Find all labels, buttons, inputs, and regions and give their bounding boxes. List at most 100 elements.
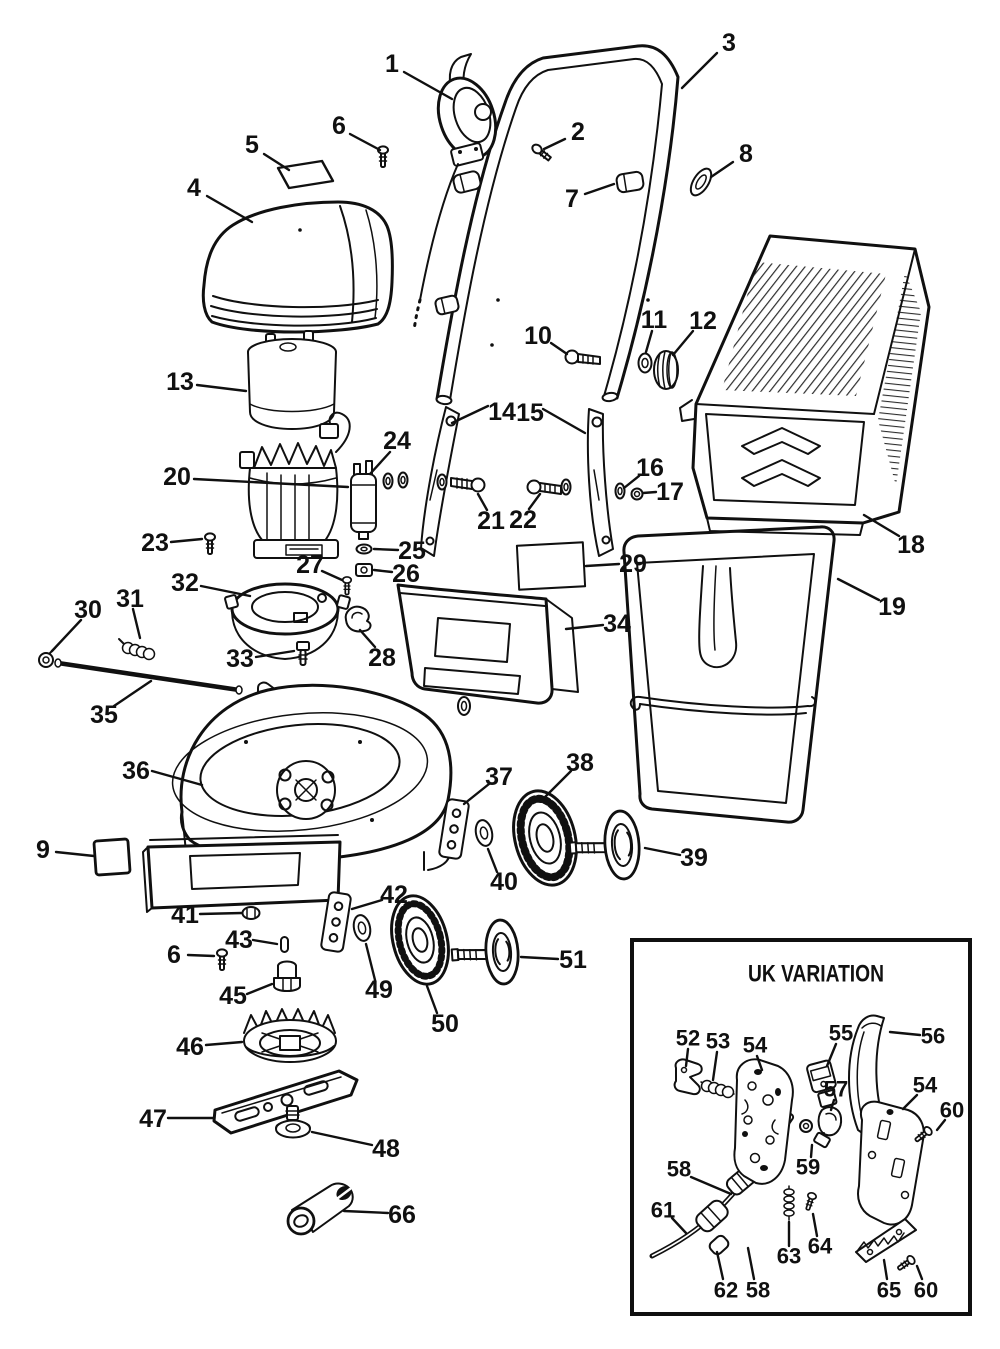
part-bag-frame xyxy=(622,525,836,824)
leader-line-59 xyxy=(809,1143,814,1159)
part-washer-8 xyxy=(689,167,713,197)
part-nut-41 xyxy=(241,906,261,920)
part-fasteners-59 xyxy=(799,1119,831,1149)
part-label-24: 24 xyxy=(383,427,411,455)
leader-line-65 xyxy=(882,1258,889,1281)
leader-line-57 xyxy=(829,1098,836,1112)
part-axle-51 xyxy=(450,918,520,986)
leader-line-1 xyxy=(402,70,454,101)
part-label-40: 40 xyxy=(490,868,518,896)
part-label-1: 1 xyxy=(385,50,399,78)
part-label-42: 42 xyxy=(380,881,408,909)
part-label-58: 58 xyxy=(746,1278,770,1303)
part-knob-12 xyxy=(653,350,679,390)
leader-line-24 xyxy=(368,450,392,476)
part-switch-plate-54-left xyxy=(733,1058,794,1185)
part-switch-plate-54-right xyxy=(857,1100,925,1226)
part-label-29 xyxy=(515,541,587,591)
part-motor-housing xyxy=(247,330,337,430)
part-label-37: 37 xyxy=(485,763,513,791)
part-label-11: 11 xyxy=(641,306,668,334)
part-washer xyxy=(397,471,409,489)
part-label-29: 29 xyxy=(619,550,647,578)
leader-line-9 xyxy=(54,850,96,858)
part-label-58: 58 xyxy=(667,1157,691,1182)
part-spring-63 xyxy=(783,1185,795,1221)
leader-line-52 xyxy=(684,1047,690,1068)
leader-line-55 xyxy=(825,1042,838,1068)
part-clip-57 xyxy=(817,1106,843,1142)
part-label-12: 12 xyxy=(689,307,717,335)
leader-line-3 xyxy=(680,51,719,90)
part-motor-cover xyxy=(201,200,394,334)
part-label-9: 9 xyxy=(36,836,50,864)
part-label-54: 54 xyxy=(743,1033,768,1058)
part-label-62: 62 xyxy=(714,1278,738,1303)
leader-line-12 xyxy=(671,329,695,357)
part-label-14: 14 xyxy=(488,398,516,426)
part-label-53: 53 xyxy=(706,1029,730,1054)
part-spring-31 xyxy=(118,638,156,661)
part-clip-28 xyxy=(344,605,372,633)
leader-line-45 xyxy=(245,982,274,996)
part-label-65: 65 xyxy=(877,1278,901,1303)
part-label-39: 39 xyxy=(680,844,708,872)
leader-line-64 xyxy=(811,1212,819,1238)
part-screw-27 xyxy=(341,576,353,596)
part-label-52: 52 xyxy=(676,1026,700,1051)
part-motor xyxy=(239,411,351,559)
leader-line-4 xyxy=(205,194,254,224)
leader-line-46 xyxy=(204,1040,244,1047)
leader-line-34 xyxy=(564,623,605,631)
leader-line-5 xyxy=(262,152,291,172)
leader-line-53 xyxy=(711,1050,719,1082)
leader-line-49 xyxy=(364,942,377,982)
leader-line-37 xyxy=(462,782,491,806)
part-nut-26 xyxy=(355,563,373,577)
part-label-2: 2 xyxy=(571,118,585,146)
part-washer xyxy=(382,472,394,490)
leader-line-60 xyxy=(935,1118,947,1132)
leader-line-56 xyxy=(888,1030,922,1037)
leader-line-18 xyxy=(862,513,901,538)
part-clamp-58b xyxy=(695,1199,729,1233)
part-connector-55 xyxy=(806,1059,838,1108)
part-bolt-33 xyxy=(296,641,310,666)
part-label-3: 3 xyxy=(722,29,736,57)
leader-line-51 xyxy=(519,955,560,961)
part-bracket-42 xyxy=(320,891,352,953)
part-label-64: 64 xyxy=(808,1234,833,1259)
leader-line-58 xyxy=(746,1246,756,1281)
leader-line-6 xyxy=(186,953,216,958)
part-label-32: 32 xyxy=(171,569,199,597)
part-label-16: 16 xyxy=(636,454,664,482)
leader-line-6 xyxy=(348,132,382,152)
leader-line-17 xyxy=(641,490,658,495)
part-spanner-66 xyxy=(286,1182,354,1236)
part-spring-53 xyxy=(700,1079,735,1099)
part-label-46: 46 xyxy=(176,1033,204,1061)
part-label-5: 5 xyxy=(245,131,259,159)
part-fan-housing xyxy=(224,582,351,660)
part-label-31: 31 xyxy=(116,585,144,613)
part-label-36: 36 xyxy=(122,757,150,785)
part-ring-62 xyxy=(708,1234,730,1256)
part-washer-16 xyxy=(614,482,626,500)
leader-line-15 xyxy=(541,407,587,435)
part-label-17: 17 xyxy=(656,478,684,506)
part-label-27: 27 xyxy=(296,551,324,579)
part-deck xyxy=(142,681,453,913)
part-washer-40 xyxy=(474,819,494,847)
leader-line-29 xyxy=(584,562,621,568)
part-nut-17 xyxy=(630,487,644,501)
part-label-35: 35 xyxy=(90,701,118,729)
leader-line-7 xyxy=(583,182,616,196)
part-screw-2 xyxy=(531,143,552,162)
leader-line-25 xyxy=(372,547,400,552)
leader-line-19 xyxy=(836,577,881,602)
leader-line-14 xyxy=(450,404,490,425)
part-washer xyxy=(436,473,448,491)
part-label-66: 66 xyxy=(388,1201,416,1229)
